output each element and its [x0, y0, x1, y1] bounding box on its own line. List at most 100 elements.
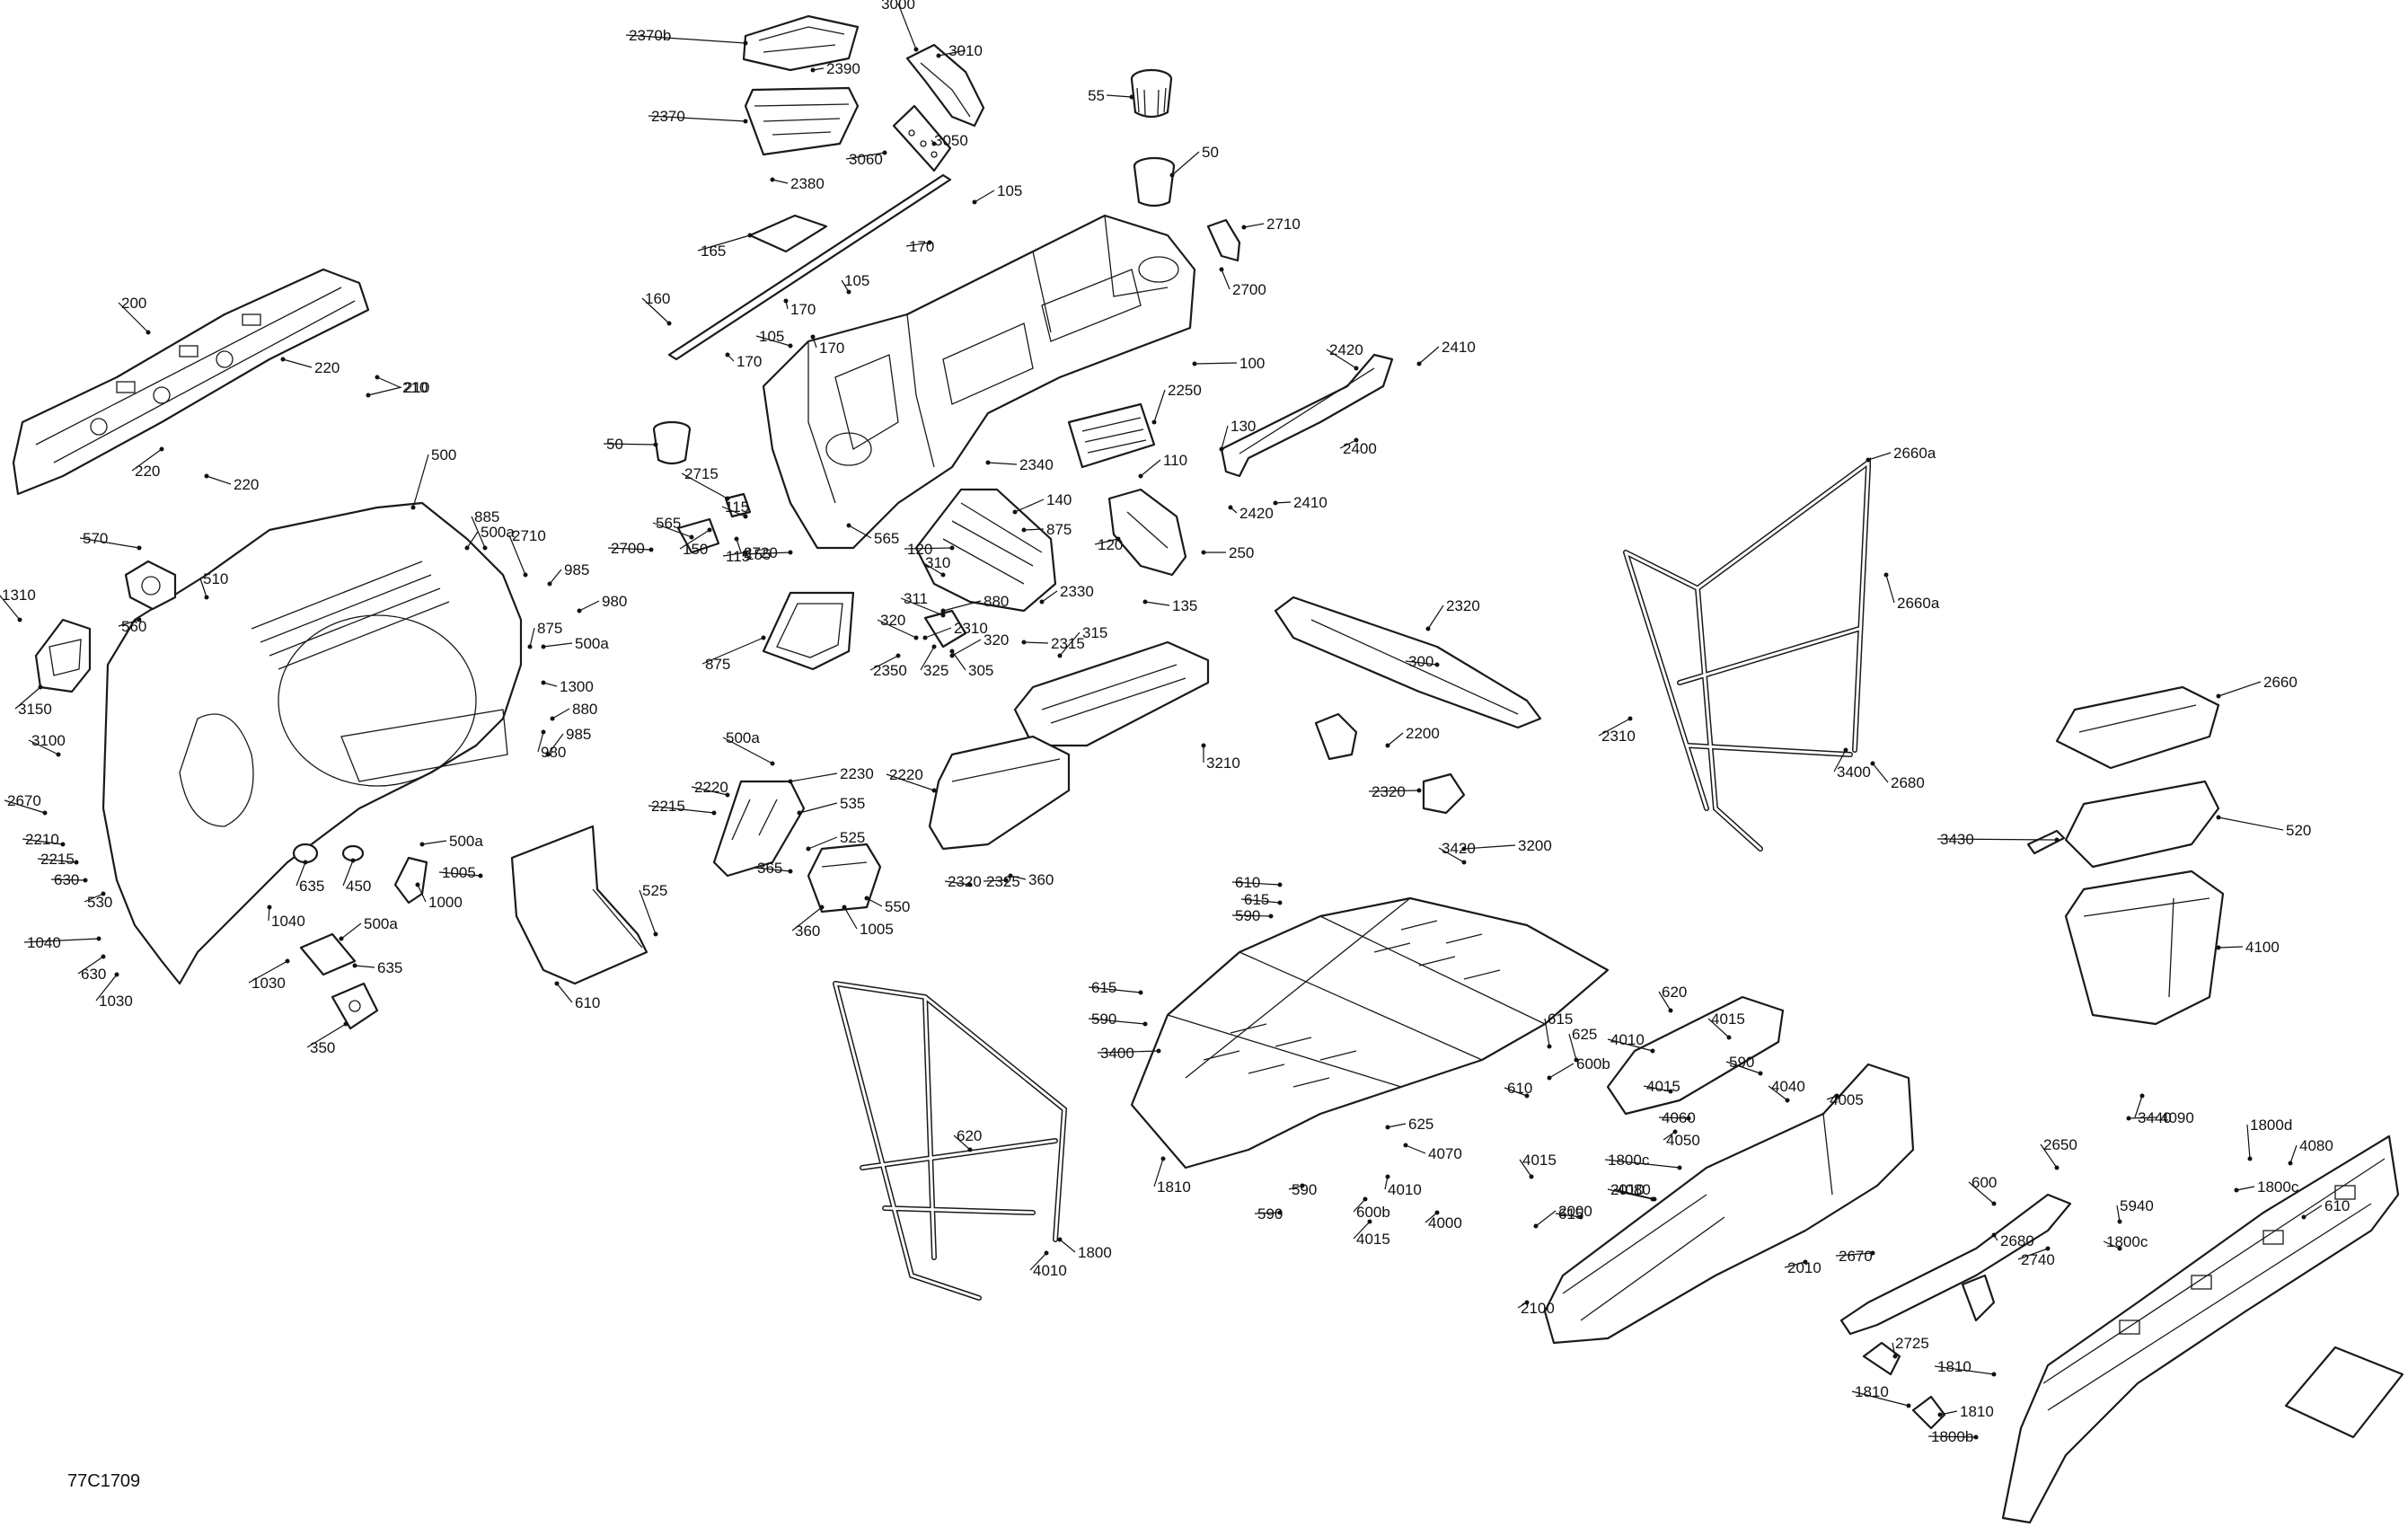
fastener-dot — [770, 177, 775, 182]
fastener-dot — [1892, 1354, 1898, 1359]
part-3200 — [1422, 772, 1466, 815]
callout-label: 2310 — [954, 620, 988, 637]
leader-line — [1927, 1435, 1977, 1438]
fastener-dot — [541, 680, 546, 685]
callout: 875 — [527, 620, 562, 649]
callout-label: 2700 — [611, 540, 645, 557]
leader-line — [37, 858, 77, 863]
leader-line — [471, 516, 486, 549]
leader-line — [1613, 1188, 1655, 1200]
callout: 110 — [1138, 452, 1187, 479]
fastener-dot — [482, 545, 488, 551]
leader-line — [2103, 1240, 2121, 1249]
leader-line — [1140, 459, 1161, 477]
fastener-dot — [1057, 653, 1063, 658]
callout: 620 — [953, 1127, 982, 1152]
callout-label: 1000 — [428, 894, 463, 911]
fastener-dot — [1758, 1071, 1763, 1076]
fastener-dot — [747, 233, 753, 238]
callout-label: 570 — [83, 530, 108, 547]
fastener-dot — [1870, 761, 1875, 766]
leader-line — [755, 335, 791, 347]
fastener-dot — [806, 846, 811, 852]
callout-label: 4040 — [1771, 1078, 1805, 1095]
diagram-code: 77C1709 — [67, 1471, 140, 1491]
leader-line — [1425, 1212, 1438, 1223]
leader-line — [603, 443, 657, 446]
callout-label: 1040 — [27, 934, 61, 951]
part-bracket-2100b — [1961, 1274, 1996, 1322]
fastener-dot — [810, 67, 816, 73]
callout-label: 4000 — [1428, 1214, 1462, 1231]
fastener-dot — [2301, 1214, 2307, 1220]
callout: 300 — [1405, 653, 1440, 670]
fastener-dot — [1142, 1021, 1148, 1027]
callout: 2230 — [788, 765, 874, 784]
leader-line — [920, 646, 935, 671]
part-frame-2660 — [1623, 457, 1871, 852]
fastener-dot — [1192, 361, 1197, 366]
part-strip-160 — [667, 173, 952, 361]
callout: 1030 — [95, 972, 133, 1010]
fastener-dot — [56, 752, 61, 757]
callout: 2370b — [625, 27, 748, 46]
leader-line — [1194, 362, 1238, 365]
callout-label: 200 — [121, 295, 146, 312]
callout: 210 — [375, 375, 428, 396]
callout-label: 1800c — [2106, 1233, 2148, 1250]
callout: 2330 — [1039, 583, 1094, 605]
callout: 3200 — [1461, 837, 1552, 854]
part-560 — [124, 560, 177, 611]
fastener-dot — [2045, 1246, 2051, 1251]
fastener-dot — [2234, 1187, 2239, 1193]
part-vent-2250 — [1067, 402, 1156, 469]
callout: 635 — [352, 959, 402, 976]
fastener-dot — [523, 572, 528, 578]
part-tray-2300 — [928, 735, 1071, 851]
callout-label: 4070 — [1428, 1145, 1462, 1162]
leader-line — [1555, 1213, 1582, 1218]
callout: 525 — [639, 882, 667, 937]
callout-label: 310 — [925, 554, 950, 571]
callout: 3430 — [1936, 831, 2060, 848]
callout: 2660a — [1883, 572, 1940, 612]
leader-line — [754, 867, 791, 872]
callout-label: 4005 — [1830, 1091, 1864, 1108]
callout: 510 — [199, 570, 228, 600]
callout-label: 320 — [983, 631, 1009, 649]
callout: 980 — [537, 729, 566, 761]
callout: 500a — [419, 833, 483, 850]
fastener-dot — [1367, 1219, 1372, 1224]
callout-label: 2740 — [2021, 1251, 2055, 1268]
leader-line — [556, 983, 573, 1003]
callout: 615 — [1544, 1011, 1573, 1049]
callout-label: 500 — [431, 446, 456, 463]
callout-label: 3400 — [1837, 764, 1871, 781]
leader-line — [1231, 881, 1281, 886]
callout-label: 1810 — [1157, 1178, 1191, 1196]
callout: 2010 — [1607, 1181, 1655, 1202]
fastener-dot — [375, 375, 380, 380]
fastener-dot — [940, 613, 946, 618]
callout-label: 500a — [364, 915, 398, 932]
callout-label: 450 — [346, 878, 371, 895]
callout-label: 2320 — [1372, 783, 1406, 800]
fastener-dot — [2216, 815, 2221, 820]
callout: 2010 — [1784, 1259, 1821, 1276]
callout-label: 2000 — [1558, 1203, 1592, 1220]
fastener-dot — [101, 891, 106, 896]
fastener-dot — [1021, 640, 1027, 645]
leader-line — [905, 242, 931, 247]
leader-line — [1604, 1159, 1680, 1169]
part-panel-350 — [510, 825, 648, 985]
leader-line — [953, 1134, 971, 1151]
callout: 2725 — [1892, 1335, 1929, 1359]
callout: 170 — [905, 238, 934, 255]
callout-label: 985 — [566, 726, 591, 743]
callout: 4080 — [2288, 1137, 2333, 1166]
fastener-dot — [42, 810, 48, 816]
leader-line — [1023, 641, 1049, 644]
callout-label: 610 — [575, 994, 600, 1011]
part-2200 — [712, 780, 806, 878]
callout-label: 120 — [907, 541, 932, 558]
